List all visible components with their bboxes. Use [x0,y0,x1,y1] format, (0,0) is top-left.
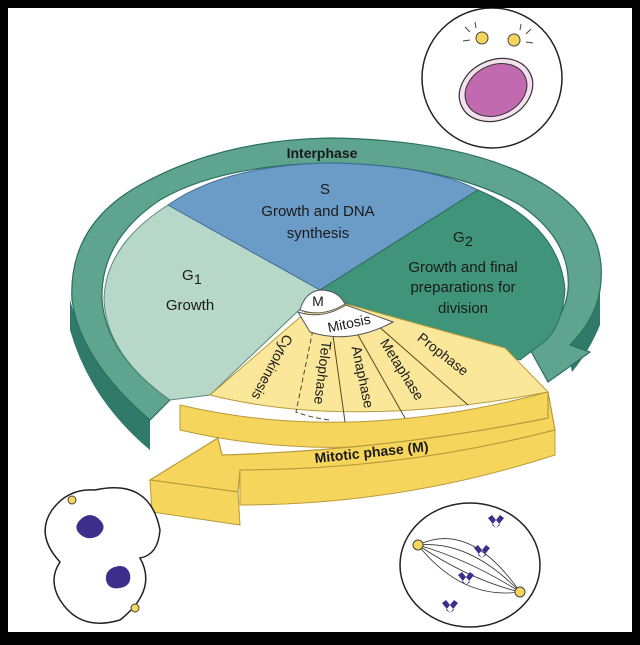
interphase-arrow-side [70,300,150,450]
g2-title-subscript: 2 [465,233,473,249]
chromosome-cluster-bottom [105,566,131,589]
chromosome-cluster-top [76,515,104,539]
interphase-arrow [71,137,602,421]
telophase-cell-illustration [44,487,161,624]
interphase-cell-illustration [421,8,563,149]
g1-desc: Growth [166,297,214,314]
interphase-label: Interphase [287,145,358,161]
g2-line2: preparations for [410,279,515,296]
s-title: S [320,181,330,198]
mitotic-sector [208,299,550,413]
g1-sector [103,204,321,401]
g1-title: G 1 [182,267,202,287]
mitotic-arrow-head [149,479,241,526]
m-label: M [312,293,324,309]
mitotic-arrow-front [239,429,556,506]
g2-title: G 2 [453,229,473,249]
g2-title-letter: G [453,229,465,246]
s-line2: synthesis [287,225,350,242]
stage-telophase: Telophase [311,340,335,406]
centrosome-pair [462,21,534,47]
mitosis-band [296,304,395,338]
s-line1: Growth and DNA [261,203,374,220]
g1-title-letter: G [182,267,194,284]
metaphase-chromosomes [442,515,504,613]
g1-title-subscript: 1 [194,271,202,287]
m-cap [299,289,346,314]
divider-telophase-cytokinesis [295,314,331,421]
g2-sector [318,189,566,361]
metaphase-cell-illustration [399,502,541,628]
s-sector [167,162,480,291]
g2-line3: division [438,300,488,317]
g2-line1: Growth and final [408,259,517,276]
